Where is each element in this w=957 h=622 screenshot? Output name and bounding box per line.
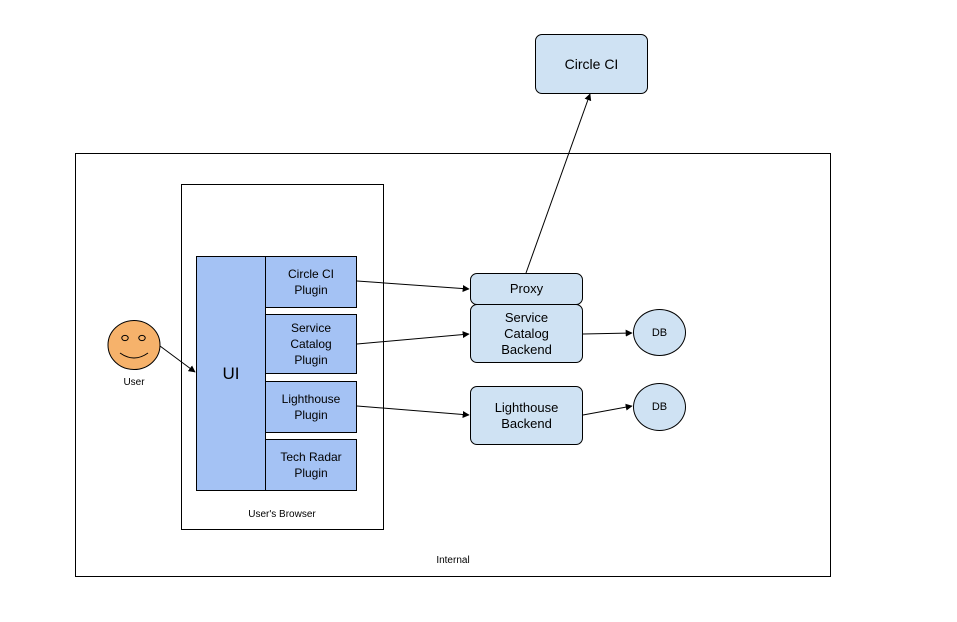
- lighthouse-backend-label: Lighthouse Backend: [494, 399, 559, 431]
- proxy-service: Proxy: [470, 273, 583, 305]
- circleci-plugin-label: Circle CI Plugin: [287, 267, 334, 297]
- tech-radar-plugin: Tech Radar Plugin: [265, 439, 357, 491]
- service-catalog-db: DB: [633, 309, 686, 356]
- service-catalog-backend: Service Catalog Backend: [470, 304, 583, 363]
- service-catalog-db-label: DB: [651, 326, 668, 339]
- tech-radar-plugin-label: Tech Radar Plugin: [280, 450, 342, 480]
- internal-label: Internal: [436, 555, 470, 566]
- lighthouse-backend: Lighthouse Backend: [470, 386, 583, 445]
- users-browser-label: User's Browser: [248, 509, 316, 520]
- ui-block: UI: [196, 256, 266, 491]
- lighthouse-db: DB: [633, 383, 686, 431]
- service-catalog-plugin: Service Catalog Plugin: [265, 314, 357, 374]
- lighthouse-plugin-label: Lighthouse Plugin: [281, 392, 341, 422]
- circleci-plugin: Circle CI Plugin: [265, 256, 357, 308]
- service-catalog-plugin-label: Service Catalog Plugin: [290, 321, 332, 367]
- user-label: User: [123, 377, 145, 388]
- proxy-label: Proxy: [509, 281, 544, 296]
- circleci-external-label: Circle CI: [564, 56, 619, 72]
- user-face-icon: [107, 320, 161, 370]
- lighthouse-db-label: DB: [651, 401, 668, 413]
- service-catalog-backend-label: Service Catalog Backend: [501, 309, 552, 357]
- internal-boundary: [75, 153, 831, 577]
- lighthouse-plugin: Lighthouse Plugin: [265, 381, 357, 433]
- circleci-external-service: Circle CI: [535, 34, 648, 94]
- ui-label: UI: [222, 363, 240, 383]
